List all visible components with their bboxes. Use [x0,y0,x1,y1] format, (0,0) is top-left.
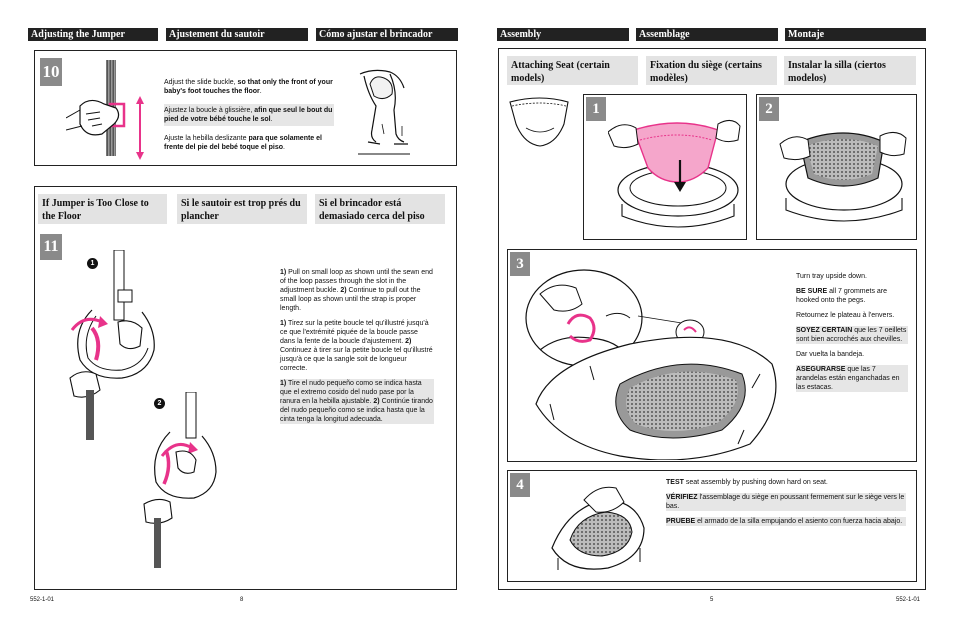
header-assembly-en: Assembly [497,28,629,41]
subheader-attaching-fr: Fixation du siège (certains modèles) [646,56,777,85]
step-10-en-c: . [259,88,262,95]
seat-pad-illustration [509,97,569,147]
step-1-illustration [608,120,741,228]
step-4-en-b: seat assembly by pushing down hard on se… [683,479,828,486]
header-adjusting-es: Cómo ajustar el brincador [316,28,458,41]
step-11-es-1: 1) [280,380,287,387]
step-4-fr-b: l'assemblage du siège en poussant fermem… [666,494,905,510]
step-3-fr-2a: SOYEZ CERTAIN [796,327,853,334]
step-11-en-a: Pull on small loop as shown until the se… [280,269,433,294]
step-11-es-a: Tire el nudo pequeño como se indica hast… [280,380,422,405]
step-3-fr-1: Retournez le plateau à l'envers. [796,312,895,319]
step-3-en-2b: all 7 grommets are hooked onto the pegs. [796,288,888,304]
subheader-close-es: Si el brincador está demasiado cerca del… [315,194,445,224]
step-4-es-a: PRUEBE [666,518,696,525]
step-10-number: 10 [40,58,62,86]
step-10-es-c: . [283,144,285,151]
step-11-number: 11 [40,234,62,260]
right-footer-code: 552-1-01 [896,597,921,603]
step-3-en-2a: BE SURE [796,288,828,295]
step-11-en-b: Continue to pull out the small loop as s… [280,287,421,312]
step-1-number: 1 [586,97,606,121]
step-10-illustration [66,60,144,160]
step-3-en-1: Turn tray upside down. [796,273,867,280]
step-4-illustration [551,486,645,570]
step-3-es-2a: ASEGURARSE [796,366,846,373]
step-11-en-1: 1) [280,269,287,276]
step-4-text: TEST seat assembly by pushing down hard … [666,478,906,532]
baby-feet-illustration [358,69,410,155]
left-footer-code: 552-1-01 [30,597,55,603]
step-2-illustration [779,132,907,222]
step-4-fr-a: VÉRIFIEZ [666,494,698,501]
step-11-fr-b: Continuez à tirer sur la petite boucle t… [280,347,433,372]
step-3-es-2b: que las 7 arandelas están enganchadas en… [796,366,900,391]
header-adjusting-en: Adjusting the Jumper [28,28,158,41]
step-3-fr-2b: que les 7 oeillets sont bien accrochés a… [796,327,907,343]
subheader-attaching-en: Attaching Seat (certain models) [507,56,638,85]
step-11-fr-2: 2) [405,338,412,345]
step-11-text: 1) Pull on small loop as shown until the… [280,268,434,430]
step-3-illustration [525,269,777,460]
step-10-es-b: para que solamente el frente del pie del… [164,135,322,151]
step-11-es-b: Continúe tirando del nudo pequeño como s… [280,398,433,423]
step-2-number: 2 [759,97,779,121]
step-10-en-a: Adjust the slide buckle, [164,79,238,86]
header-assembly-fr: Assemblage [636,28,778,41]
header-assembly-es: Montaje [785,28,926,41]
header-adjusting-fr: Ajustement du sautoir [166,28,308,41]
step-10-text: Adjust the slide buckle, so that only th… [164,76,334,160]
subheader-close-fr: Si le sautoir est trop prés du plancher [177,194,307,224]
marker-2: 2 [154,398,165,409]
subheader-attaching-es: Instalar la silla (ciertos modelos) [784,56,916,85]
step-11-illustration-1 [69,250,155,440]
step-11-en-2: 2) [340,287,347,294]
step-3-text: Turn tray upside down. BE SURE all 7 gro… [796,272,908,398]
step-3-number: 3 [510,252,530,276]
step-11-illustration-2 [143,392,217,568]
step-11-es-2: 2) [373,398,380,405]
step-11-fr-a: Tirez sur la petite boucle tel qu'illust… [280,320,429,345]
step-10-fr-c: . [270,116,273,123]
left-page-number: 8 [240,597,244,603]
step-10-fr-b: afin que seul le bout du pied de votre b… [164,107,333,123]
marker-1: 1 [87,258,98,269]
step-11-fr-1: 1) [280,320,287,327]
step-3-es-1: Dar vuelta la bandeja. [796,351,865,358]
step-4-es-b: el armado de la silla empujando el asien… [695,518,903,525]
step-4-number: 4 [510,473,530,497]
step-10-fr-a: Ajustez la boucle à glissière, [164,107,255,114]
step-10-es-a: Ajuste la hebilla deslizante [164,135,249,142]
step-4-en-a: TEST [666,479,684,486]
right-page-number: 5 [710,597,714,603]
step-10-en-b: so that only the front of your baby's fo… [164,79,333,95]
subheader-close-en: If Jumper is Too Close to the Floor [38,194,167,224]
